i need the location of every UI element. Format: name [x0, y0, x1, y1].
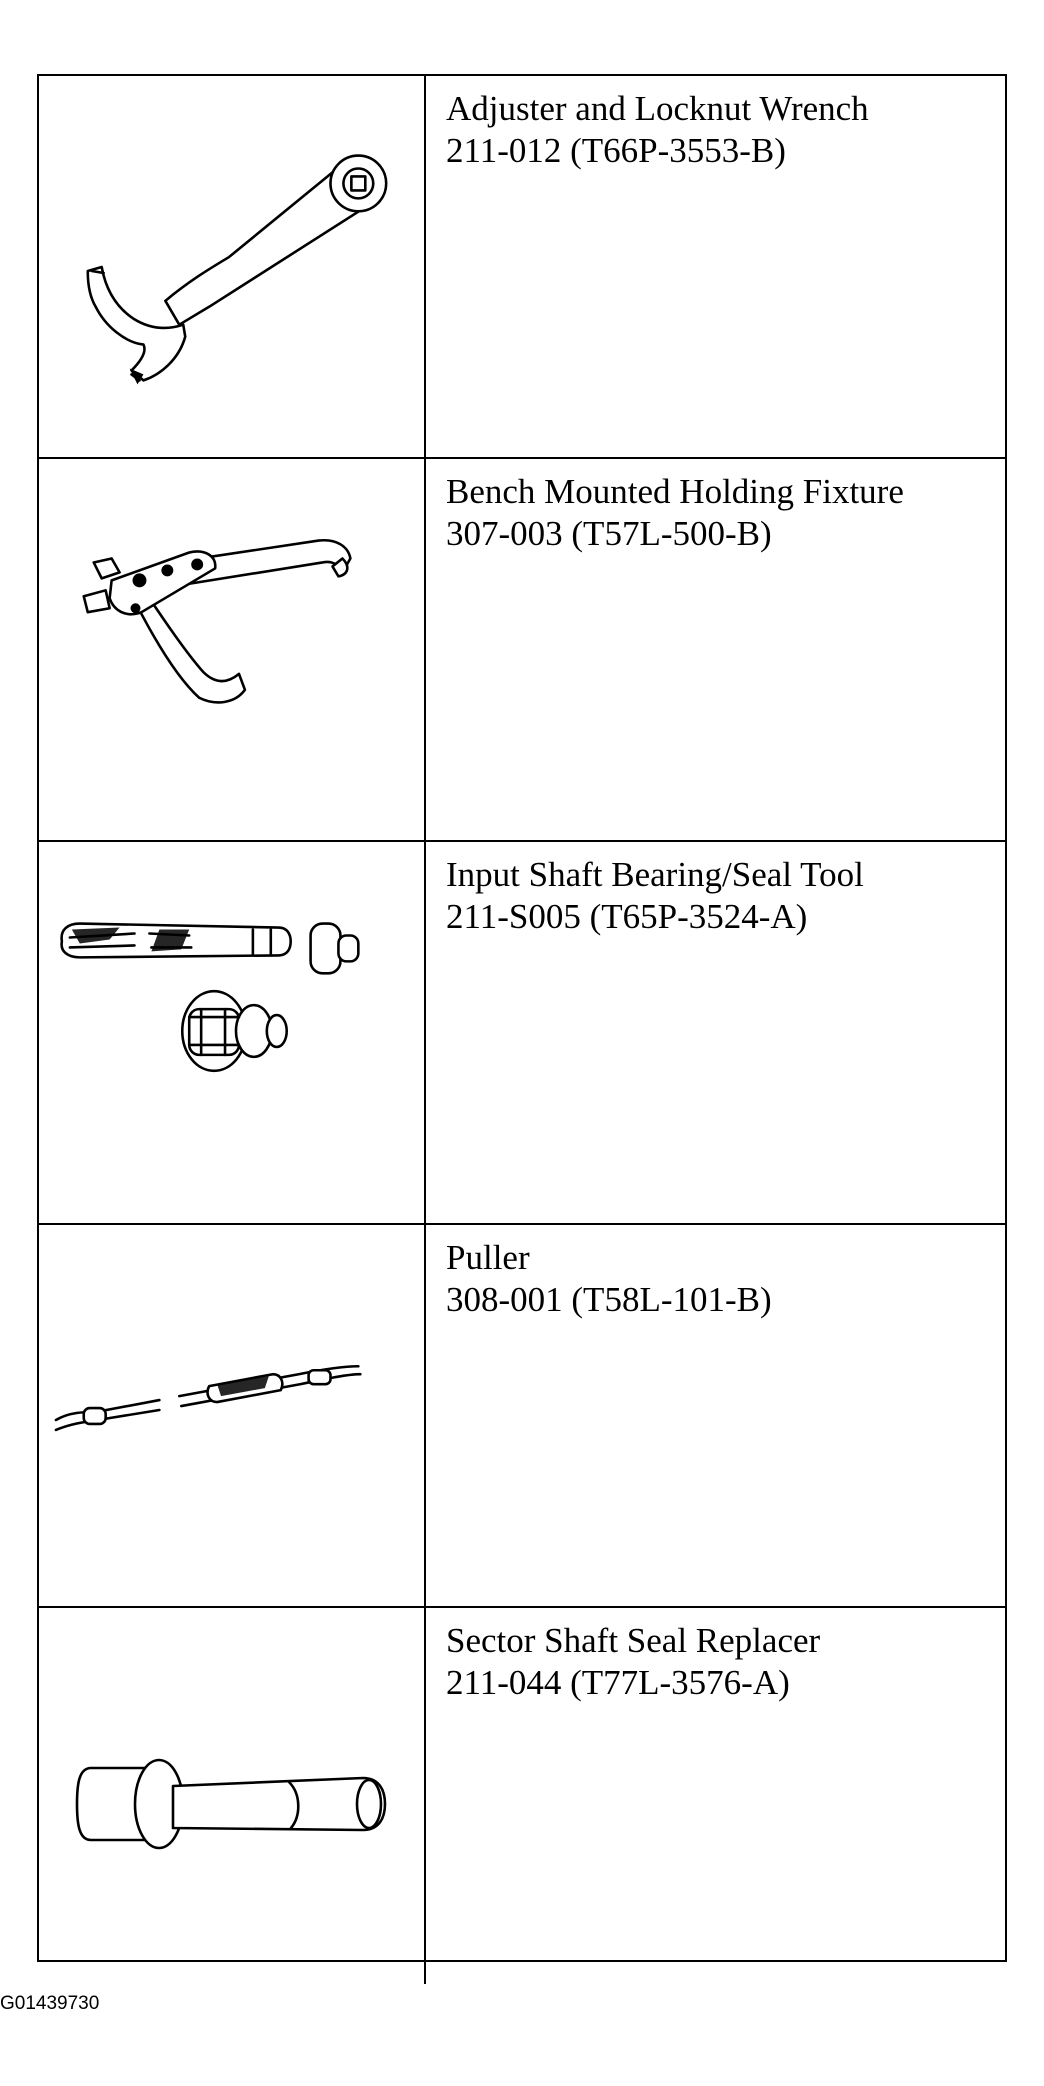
tool-name: Puller: [446, 1238, 530, 1277]
table-row: Input Shaft Bearing/Seal Tool 211-S005 (…: [39, 842, 1005, 1225]
tool-text-cell: Bench Mounted Holding Fixture 307-003 (T…: [426, 459, 1005, 840]
table-row: Bench Mounted Holding Fixture 307-003 (T…: [39, 459, 1005, 842]
tool-text-cell: Input Shaft Bearing/Seal Tool 211-S005 (…: [426, 842, 1005, 1223]
puller-icon: [54, 1364, 362, 1432]
holding-fixture-icon: [82, 538, 352, 704]
tool-part-number: 308-001 (T58L-101-B): [446, 1280, 772, 1319]
tool-name: Adjuster and Locknut Wrench: [446, 89, 869, 128]
tool-name: Sector Shaft Seal Replacer: [446, 1621, 821, 1660]
table-row: Puller 308-001 (T58L-101-B): [39, 1225, 1005, 1608]
seal-replacer-icon: [75, 1758, 387, 1850]
illustration-cell: [39, 1225, 426, 1606]
illustration-cell: [39, 1608, 426, 1984]
spanner-wrench-icon: [86, 154, 388, 385]
tool-name: Bench Mounted Holding Fixture: [446, 472, 904, 511]
special-tools-table: Adjuster and Locknut Wrench 211-012 (T66…: [37, 74, 1007, 1984]
tool-text-cell: Puller 308-001 (T58L-101-B): [426, 1225, 1005, 1606]
tool-part-number: 211-S005 (T65P-3524-A): [446, 897, 808, 936]
illustration-cell: [39, 842, 426, 1223]
tool-text-cell: Sector Shaft Seal Replacer 211-044 (T77L…: [426, 1608, 1005, 1984]
tool-text-cell: Adjuster and Locknut Wrench 211-012 (T66…: [426, 76, 1005, 457]
table-row: Adjuster and Locknut Wrench 211-012 (T66…: [39, 76, 1005, 459]
tool-name: Input Shaft Bearing/Seal Tool: [446, 855, 864, 894]
tool-part-number: 307-003 (T57L-500-B): [446, 514, 772, 553]
bearing-seal-tool-icon: [60, 922, 360, 1073]
tool-part-number: 211-012 (T66P-3553-B): [446, 131, 786, 170]
tool-part-number: 211-044 (T77L-3576-A): [446, 1663, 790, 1702]
illustration-cell: [39, 459, 426, 840]
table-row: Sector Shaft Seal Replacer 211-044 (T77L…: [39, 1608, 1005, 1984]
illustration-cell: [39, 76, 426, 457]
figure-id: G01439730: [0, 1993, 100, 2014]
